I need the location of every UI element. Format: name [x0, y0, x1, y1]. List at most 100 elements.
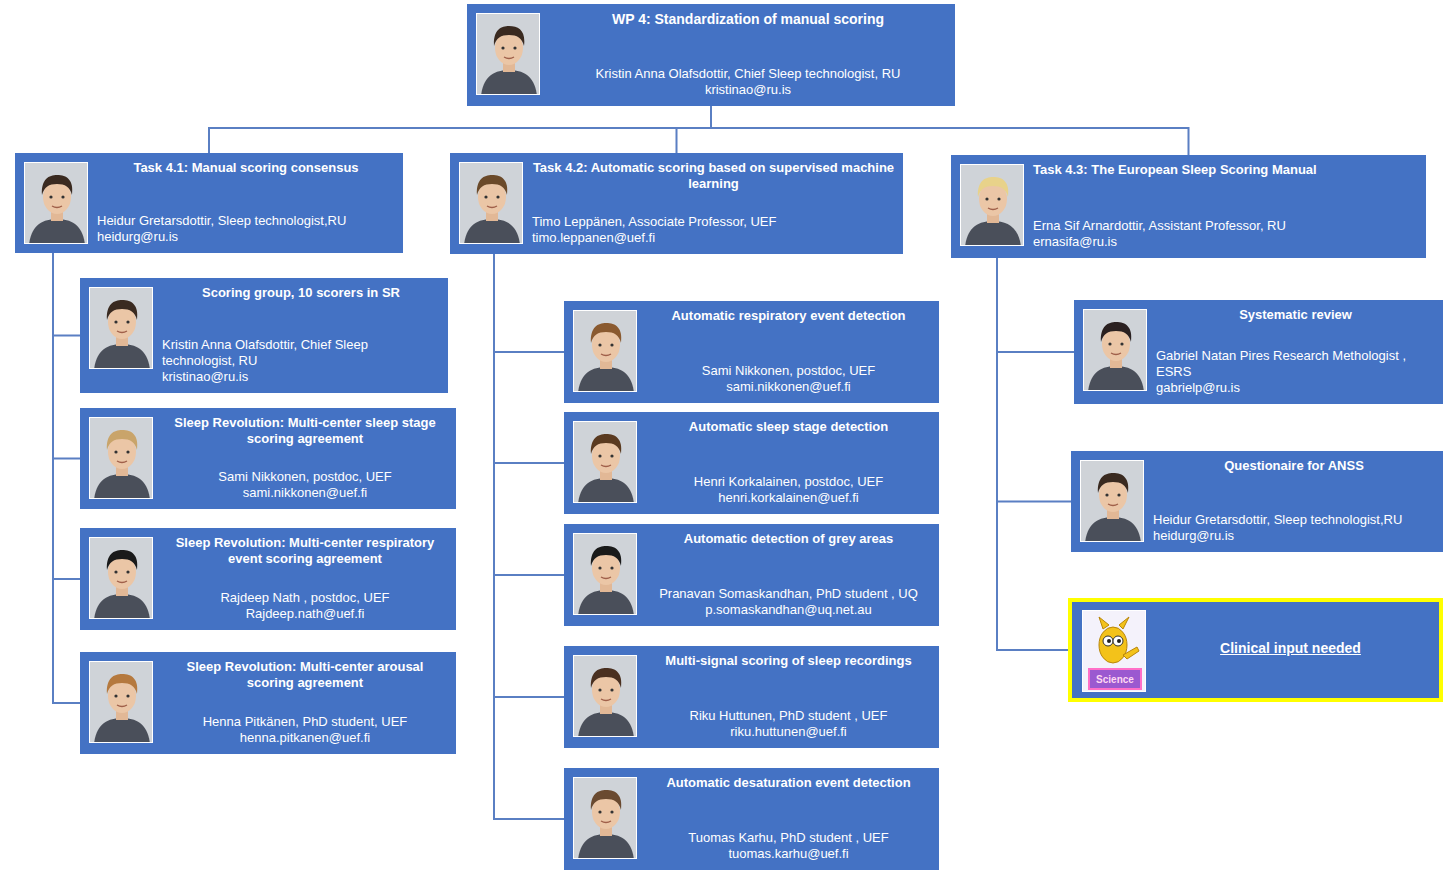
- org-box: Systematic reviewGabriel Natan Pires Res…: [1074, 300, 1443, 404]
- person-info: Tuomas Karhu, PhD student , UEF: [646, 830, 931, 846]
- box-title: Task 4.1: Manual scoring consensus: [97, 160, 395, 176]
- person-info: Pranavan Somaskandhan, PhD student , UQ: [646, 586, 931, 602]
- person-info: Timo Leppänen, Associate Professor, UEF: [532, 214, 895, 230]
- portrait-photo: [574, 778, 637, 859]
- box-title: Scoring group, 10 scorers in SR: [162, 285, 440, 301]
- connector-line: [997, 258, 1071, 502]
- connector-line: [494, 254, 564, 575]
- highlight-box: ScienceClinical input needed: [1068, 598, 1443, 702]
- portrait-photo: [90, 288, 153, 369]
- email-address: riku.huttunen@uef.fi: [646, 724, 931, 740]
- icon-frame: Science: [1082, 610, 1146, 692]
- org-box: WP 4: Standardization of manual scoringK…: [467, 4, 955, 106]
- portrait-photo: [574, 422, 637, 503]
- email-address: sami.nikkonen@uef.fi: [162, 485, 448, 501]
- photo-frame: [89, 537, 153, 619]
- box-title: Automatic respiratory event detection: [646, 308, 931, 324]
- email-address: heidurg@ru.is: [1153, 528, 1435, 544]
- org-box: Task 4.2: Automatic scoring based on sup…: [450, 153, 903, 254]
- org-box: Automatic respiratory event detectionSam…: [564, 301, 939, 403]
- photo-frame: [89, 417, 153, 499]
- box-title: Systematic review: [1156, 307, 1435, 323]
- box-title: Sleep Revolution: Multi-center sleep sta…: [162, 415, 448, 447]
- photo-frame: [89, 287, 153, 369]
- box-title: Sleep Revolution: Multi-center respirato…: [162, 535, 448, 567]
- portrait-photo: [90, 418, 153, 499]
- box-title: Automatic sleep stage detection: [646, 419, 931, 435]
- portrait-photo: [1084, 310, 1147, 391]
- photo-frame: [1080, 460, 1144, 542]
- connector-line: [677, 106, 712, 153]
- org-box: Automatic desaturation event detectionTu…: [564, 768, 939, 870]
- box-title: Task 4.3: The European Sleep Scoring Man…: [1033, 162, 1418, 178]
- photo-frame: [459, 162, 523, 244]
- person-info: Sami Nikkonen, postdoc, UEF: [646, 363, 931, 379]
- org-box: Task 4.3: The European Sleep Scoring Man…: [951, 155, 1426, 258]
- box-title: Automatic desaturation event detection: [646, 775, 931, 791]
- email-address: p.somaskandhan@uq.net.au: [646, 602, 931, 618]
- email-address: timo.leppanen@uef.fi: [532, 230, 895, 246]
- portrait-photo: [477, 14, 540, 95]
- photo-frame: [573, 310, 637, 392]
- connector-line: [494, 254, 564, 697]
- portrait-photo: [90, 662, 153, 743]
- box-title: Task 4.2: Automatic scoring based on sup…: [532, 160, 895, 192]
- email-address: ernasifa@ru.is: [1033, 234, 1418, 250]
- box-title: Clinical input needed: [1150, 640, 1431, 656]
- portrait-photo: [574, 534, 637, 615]
- connector-line: [494, 254, 564, 819]
- photo-frame: [960, 164, 1024, 246]
- connector-line: [997, 258, 1074, 352]
- connector-line: [997, 258, 1068, 650]
- box-title: Questionaire for ANSS: [1153, 458, 1435, 474]
- email-address: henna.pitkanen@uef.fi: [162, 730, 448, 746]
- org-box: Scoring group, 10 scorers in SR Kristin A…: [80, 278, 448, 393]
- org-box: Sleep Revolution: Multi-center respirato…: [80, 528, 456, 630]
- portrait-photo: [460, 163, 523, 244]
- email-address: Rajdeep.nath@uef.fi: [162, 606, 448, 622]
- person-info: Henri Korkalainen, postdoc, UEF: [646, 474, 931, 490]
- person-info: Erna Sif Arnardottir, Assistant Professo…: [1033, 218, 1418, 234]
- connector-line: [53, 253, 80, 336]
- photo-frame: [573, 777, 637, 859]
- portrait-photo: [961, 165, 1024, 246]
- person-info: Kristin Anna Olafsdottir, Chief Sleep te…: [549, 66, 947, 82]
- photo-frame: [573, 421, 637, 503]
- photo-frame: [573, 533, 637, 615]
- photo-frame: [573, 655, 637, 737]
- box-title: Automatic detection of grey areas: [646, 531, 931, 547]
- photo-frame: [24, 162, 88, 244]
- email-address: kristinao@ru.is: [549, 82, 947, 98]
- org-box: Multi-signal scoring of sleep recordings…: [564, 646, 939, 748]
- org-box: Task 4.1: Manual scoring consensusHeidur…: [15, 153, 403, 253]
- connector-line: [209, 106, 711, 153]
- email-address: sami.nikkonen@uef.fi: [646, 379, 931, 395]
- portrait-photo: [574, 311, 637, 392]
- org-box: Sleep Revolution: Multi-center sleep sta…: [80, 408, 456, 509]
- org-box: Automatic detection of grey areasPranava…: [564, 524, 939, 626]
- connector-line: [53, 253, 80, 703]
- person-info: Heidur Gretarsdottir, Sleep technologist…: [1153, 512, 1435, 528]
- box-title: Sleep Revolution: Multi-center arousal s…: [162, 659, 448, 691]
- person-info: Riku Huttunen, PhD student , UEF: [646, 708, 931, 724]
- connector-line: [53, 253, 80, 579]
- portrait-photo: [574, 656, 637, 737]
- email-address: henri.korkalainen@uef.fi: [646, 490, 931, 506]
- connector-line: [494, 254, 564, 352]
- photo-frame: [1083, 309, 1147, 391]
- person-info: Heidur Gretarsdottir, Sleep technologist…: [97, 213, 395, 229]
- connector-line: [494, 254, 564, 463]
- person-info: Henna Pitkänen, PhD student, UEF: [162, 714, 448, 730]
- email-address: gabrielp@ru.is: [1156, 380, 1435, 396]
- person-info: Gabriel Natan Pires Research Methologist…: [1156, 348, 1435, 380]
- portrait-photo: [1081, 461, 1144, 542]
- email-address: kristinao@ru.is: [162, 369, 440, 385]
- box-title: Multi-signal scoring of sleep recordings: [646, 653, 931, 669]
- org-box: Automatic sleep stage detectionHenri Kor…: [564, 412, 939, 514]
- org-box: Questionaire for ANSS Heidur Gretarsdotti…: [1071, 451, 1443, 552]
- portrait-photo: [25, 163, 88, 244]
- person-info: Sami Nikkonen, postdoc, UEF: [162, 469, 448, 485]
- person-info: Kristin Anna Olafsdottir, Chief Sleep te…: [162, 337, 440, 369]
- connector-line: [53, 253, 80, 459]
- email-address: heidurg@ru.is: [97, 229, 395, 245]
